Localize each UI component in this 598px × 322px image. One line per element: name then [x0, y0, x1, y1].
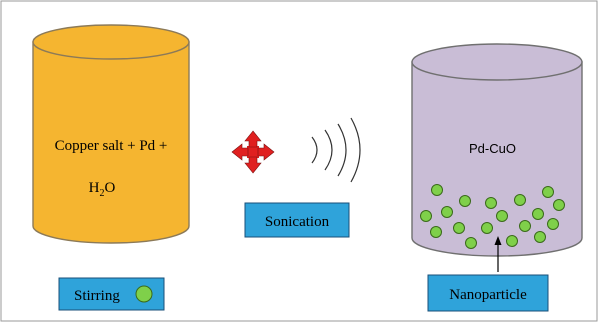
left-cylinder-top — [32, 24, 190, 60]
stirring-label-text: Stirring — [74, 288, 120, 304]
nanoparticle-dot — [496, 210, 508, 222]
nanoparticle-dot — [542, 186, 554, 198]
nanoparticle-dot — [547, 218, 559, 230]
nanoparticle-dot — [532, 208, 544, 220]
nanoparticle-dot — [441, 206, 453, 218]
nanoparticle-dot — [430, 226, 442, 238]
nanoparticle-dot — [459, 195, 471, 207]
nanoparticle-dot — [534, 231, 546, 243]
nanoparticle-label-text: Nanoparticle — [449, 287, 527, 303]
nanoparticles — [420, 184, 565, 249]
stirring-particle-icon — [135, 285, 153, 303]
nanoparticle-dot — [514, 194, 526, 206]
left-cylinder-text-line1: Copper salt + Pd + — [55, 138, 168, 154]
nanoparticle-dot — [431, 184, 443, 196]
nanoparticle-dot — [506, 235, 518, 247]
stirring-label: Stirring — [58, 277, 165, 311]
nanoparticle-dot — [453, 222, 465, 234]
nanoparticle-dot — [485, 197, 497, 209]
nanoparticle-dot — [465, 237, 477, 249]
nanoparticle-label: Nanoparticle — [427, 274, 549, 312]
nanoparticle-pointer-arrow — [494, 236, 502, 272]
sound-waves-icon — [311, 117, 361, 183]
nanoparticle-dot — [553, 199, 565, 211]
nanoparticle-dot — [519, 220, 531, 232]
right-cylinder-top — [411, 43, 583, 81]
left-cylinder — [32, 24, 190, 244]
right-cylinder — [411, 43, 583, 257]
left-cylinder-text-line2: H2O — [89, 180, 116, 199]
nanoparticle-dot — [420, 210, 432, 222]
sonication-label: Sonication — [244, 202, 350, 238]
nanoparticle-dot — [481, 222, 493, 234]
four-way-arrow-icon — [231, 130, 275, 174]
right-cylinder-text: Pd-CuO — [469, 141, 516, 156]
sonication-label-text: Sonication — [265, 214, 330, 230]
